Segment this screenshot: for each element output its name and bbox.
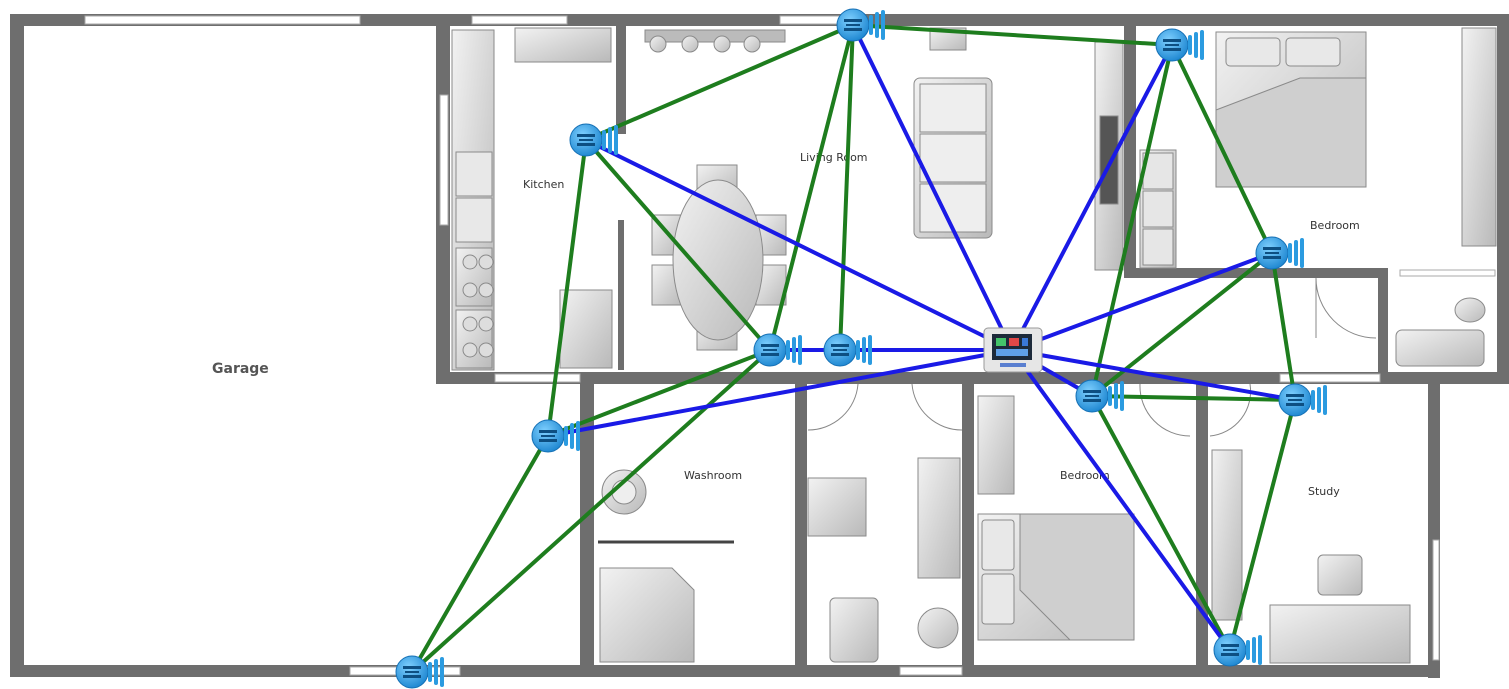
doors: [807, 277, 1377, 437]
mesh-link: [546, 348, 772, 438]
hub-link: [1010, 43, 1174, 352]
mesh-link: [546, 138, 588, 438]
mesh-link: [410, 434, 550, 674]
mesh-link: [1090, 251, 1274, 398]
mesh-link: [1090, 394, 1297, 402]
control-panel-icon[interactable]: [983, 327, 1043, 373]
mesh-link: [410, 348, 772, 674]
wireless-sensor-icon[interactable]: [753, 333, 802, 367]
wireless-sensor-icon[interactable]: [1155, 28, 1204, 62]
mesh-link: [1228, 398, 1297, 652]
room-label-bedroom-second: Bedroom: [1060, 469, 1110, 482]
mesh-link: [768, 23, 855, 352]
room-label-study: Study: [1308, 485, 1340, 498]
hub-link: [1010, 251, 1274, 352]
mesh-link: [584, 23, 855, 142]
wireless-sensor-icon[interactable]: [823, 333, 872, 367]
room-label-garage: Garage: [212, 361, 269, 377]
mesh-link: [851, 23, 1174, 47]
sensors: [395, 8, 1327, 689]
mesh-link: [1270, 251, 1297, 402]
wireless-sensor-icon[interactable]: [395, 655, 444, 689]
mesh-link: [1170, 43, 1274, 255]
mesh-link: [584, 138, 772, 352]
mesh-link: [1090, 43, 1174, 398]
wireless-sensor-icon[interactable]: [531, 419, 580, 453]
wireless-sensor-icon[interactable]: [1255, 236, 1304, 270]
hub-link: [546, 348, 1014, 438]
room-label-kitchen: Kitchen: [523, 178, 564, 191]
room-label-washroom: Washroom: [684, 469, 742, 482]
mesh-link: [1090, 394, 1232, 652]
hub-link: [851, 23, 1014, 352]
mesh-link: [838, 23, 855, 352]
hub-link: [1010, 348, 1232, 652]
mesh-links: [410, 23, 1297, 674]
wireless-sensor-icon[interactable]: [1075, 379, 1124, 413]
furniture: [451, 27, 1497, 664]
wireless-sensor-icon[interactable]: [836, 8, 885, 42]
hub-link: [1010, 348, 1297, 402]
wireless-sensor-icon[interactable]: [1213, 633, 1262, 667]
wireless-sensor-icon[interactable]: [1278, 383, 1327, 417]
wireless-sensor-icon[interactable]: [569, 123, 618, 157]
room-label-bedroom-master: Bedroom: [1310, 219, 1360, 232]
room-label-living-room: Living Room: [800, 151, 868, 164]
hub-link: [584, 138, 1014, 352]
